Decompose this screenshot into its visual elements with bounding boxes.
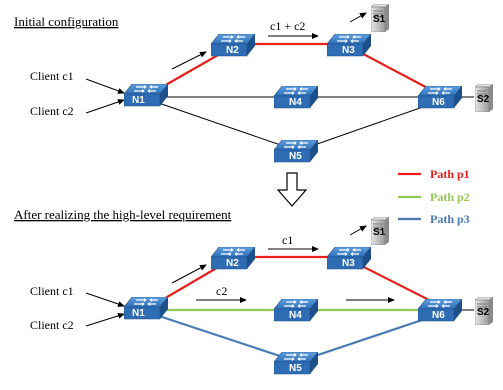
client-c1-arrow-bottom [85,292,125,307]
flow-arrow-n1-n2 [171,51,207,70]
link-p3-n1-n5 [149,311,296,363]
flow-label-c1: c1 [282,233,293,247]
link-p1-n3-n6 [351,260,438,305]
legend-label-p2: Path p2 [430,190,470,204]
legend: Path p1 Path p2 Path p3 [398,167,470,226]
client-c2-arrow-bottom [85,312,125,327]
link-n3-n6 [351,47,438,94]
flow-label-c1-c2: c1 + c2 [270,19,305,33]
flow-arrow-c1-n1-n2 [171,264,207,284]
node-n3-label: N3 [342,45,355,56]
node-n5-label-bottom: N5 [289,363,302,374]
client-c1-arrow [85,78,125,94]
link-n5-n6 [299,100,441,151]
heading-initial: Initial configuration [14,14,119,29]
transition-down-arrow [276,172,308,207]
node-n1-label-bottom: N1 [132,308,145,319]
client-c2-label: Client c2 [30,104,74,118]
node-n1-label: N1 [132,95,145,106]
link-p3-n5-n6 [299,312,441,363]
node-n4-label: N4 [289,97,302,108]
node-n3-label-bottom: N3 [342,258,355,269]
legend-label-p3: Path p3 [430,212,470,226]
flow-arrow-n3-s1 [349,12,367,23]
client-c1-label-bottom: Client c1 [30,284,74,298]
heading-after: After realizing the high-level requireme… [14,207,232,222]
flow-label-c2: c2 [216,284,227,298]
node-n6-label-bottom: N6 [432,310,445,321]
node-n4-label-bottom: N4 [289,310,302,321]
flow-arrow-n3-s1-bottom [349,225,367,236]
client-c1-label: Client c1 [30,69,74,83]
client-c2-arrow [85,99,125,114]
server-s2-label-bottom: S2 [477,307,490,318]
switch-icon-n1 [124,84,168,107]
legend-label-p1: Path p1 [430,167,470,181]
client-c2-label-bottom: Client c2 [30,318,74,332]
link-n1-n5 [149,99,296,151]
node-n2-label: N2 [226,45,239,56]
node-n2-label-bottom: N2 [226,258,239,269]
node-n6-label: N6 [432,97,445,108]
server-s1-label-bottom: S1 [373,227,386,238]
server-s1-label: S1 [373,14,386,25]
switch-icon-n1-bottom [124,297,168,320]
node-n5-label: N5 [289,151,302,162]
server-s2-label: S2 [477,94,490,105]
